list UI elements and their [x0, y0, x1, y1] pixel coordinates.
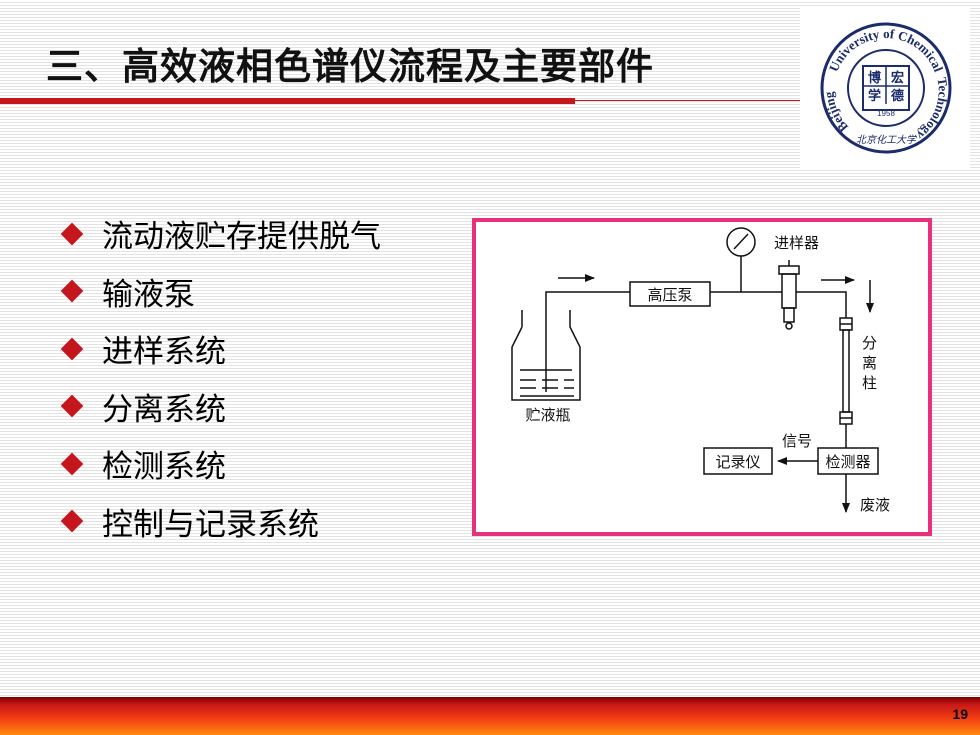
logo-ring-right: Technology — [914, 76, 951, 143]
separation-column-icon — [839, 317, 853, 425]
diamond-bullet-icon — [60, 222, 84, 246]
university-seal-icon: University of Chemical Beijing Technolog… — [820, 22, 952, 154]
page-number: 19 — [952, 706, 968, 722]
list-item-text: 进样系统 — [102, 334, 226, 371]
hplc-flow-svg: 进样器 高压泵 贮液瓶 分 离 柱 信号 记录仪 检测器 废液 — [511, 227, 890, 514]
logo-char-3: 学 — [868, 88, 881, 104]
logo-char-4: 德 — [891, 88, 904, 104]
label-recorder: 记录仪 — [715, 453, 760, 471]
label-injector: 进样器 — [774, 234, 819, 252]
label-pump: 高压泵 — [647, 286, 692, 304]
reservoir-bottle-icon — [511, 310, 581, 401]
list-item-text: 控制与记录系统 — [102, 506, 319, 543]
logo-signature: 北京化工大学 — [856, 134, 917, 146]
title-underline — [0, 98, 575, 104]
pump-box — [629, 281, 711, 307]
injector-icon — [778, 260, 800, 330]
diamond-bullet-icon — [60, 509, 84, 533]
label-column-2: 离 — [862, 354, 877, 372]
university-logo: University of Chemical Beijing Technolog… — [800, 8, 970, 168]
title-underline-thin — [575, 100, 800, 101]
list-item-text: 输液泵 — [102, 276, 195, 313]
list-item-text: 检测系统 — [102, 449, 226, 486]
list-item: 控制与记录系统 — [58, 493, 381, 551]
footer-gradient-bar — [0, 697, 980, 735]
diamond-bullet-icon — [60, 452, 84, 476]
diamond-bullet-icon — [60, 394, 84, 418]
logo-char-1: 博 — [868, 70, 881, 86]
list-item: 输液泵 — [58, 263, 381, 321]
component-list: 流动液贮存提供脱气 输液泵 进样系统 分离系统 检测系统 控制与记录系统 — [58, 205, 381, 550]
label-detector: 检测器 — [825, 453, 870, 471]
diamond-bullet-icon — [60, 337, 84, 361]
logo-char-2: 宏 — [891, 70, 904, 86]
label-column-3: 柱 — [862, 374, 877, 392]
list-item: 流动液贮存提供脱气 — [58, 205, 381, 263]
logo-year: 1958 — [877, 109, 895, 118]
list-item-text: 流动液贮存提供脱气 — [102, 219, 381, 256]
list-item: 检测系统 — [58, 435, 381, 493]
label-reservoir: 贮液瓶 — [525, 406, 570, 424]
list-item: 分离系统 — [58, 378, 381, 436]
diamond-bullet-icon — [60, 279, 84, 303]
slide-title: 三、高效液相色谱仪流程及主要部件 — [46, 45, 654, 88]
label-column-1: 分 — [862, 334, 877, 352]
label-signal: 信号 — [782, 432, 812, 450]
recorder-box — [703, 447, 773, 475]
list-item-text: 分离系统 — [102, 391, 226, 428]
hplc-flow-diagram: 进样器 高压泵 贮液瓶 分 离 柱 信号 记录仪 检测器 废液 — [472, 218, 932, 536]
svg-text:Technology: Technology — [914, 76, 951, 143]
label-waste: 废液 — [860, 496, 890, 514]
list-item: 进样系统 — [58, 320, 381, 378]
